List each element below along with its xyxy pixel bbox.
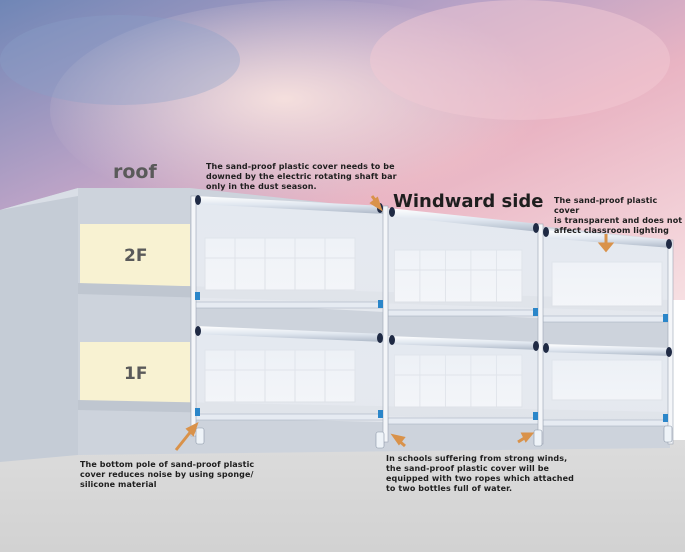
bottom-pole-1f-b: [387, 417, 541, 425]
annotation-line: the sand-proof plastic cover will be: [386, 464, 550, 473]
bottom-pole-1f-a: [194, 413, 386, 421]
annotation-line: silicone material: [80, 480, 157, 489]
bottom-pole-2f-a: [194, 301, 386, 309]
annotation-line: is transparent and does not: [554, 216, 683, 225]
water-bottles: [195, 425, 673, 449]
rail-clips: [195, 292, 668, 422]
floor-2-label: 2F: [124, 246, 148, 266]
bottom-pole-2f-c: [542, 315, 673, 323]
shaft-bar-top-a: [195, 196, 385, 214]
plastic-cover-2f-a: [195, 200, 385, 312]
floor-1-label: 1F: [124, 364, 148, 384]
plastic-cover-1f-a: [195, 330, 385, 422]
floor-2-panel: [80, 224, 190, 286]
plastic-cover-1f-c: [543, 346, 672, 426]
bottom-pole-2f-b: [387, 309, 541, 317]
windward-side-label: Windward side: [393, 191, 544, 212]
annotation-line: The bottom pole of sand-proof plastic: [80, 460, 255, 469]
annotation-line: to two bottles full of water.: [386, 484, 513, 493]
annotation-line: The sand-proof plastic cover: [554, 196, 658, 215]
plastic-cover-2f-b: [388, 210, 540, 318]
annotation-line: The sand-proof plastic cover needs to be: [206, 162, 395, 171]
shaft-bar-mid-b: [388, 336, 540, 350]
roll-end-caps: [195, 195, 672, 357]
shaft-bar-mid-c: [543, 344, 672, 356]
annotation-line: affect classroom lighting: [554, 226, 669, 235]
annotation-transparent-cover: The sand-proof plastic cover is transpar…: [554, 196, 685, 236]
annotation-water-bottles: In schools suffering from strong winds, …: [386, 454, 574, 494]
bottom-pole-1f-c: [542, 419, 673, 427]
plastic-cover-2f-c: [543, 228, 672, 320]
annotation-bottom-pole: The bottom pole of sand-proof plastic co…: [80, 460, 254, 490]
roof-label: roof: [113, 161, 157, 183]
annotation-line: equipped with two ropes which attached: [386, 474, 574, 483]
ground: [0, 440, 685, 552]
annotation-line: In schools suffering from strong winds,: [386, 454, 568, 463]
annotation-arrows: [174, 195, 615, 451]
plastic-cover-1f-b: [388, 338, 540, 424]
annotation-shaft-bar: The sand-proof plastic cover needs to be…: [206, 162, 397, 192]
shaft-bar-top-b: [388, 208, 540, 232]
shaft-bar-mid-a: [195, 326, 385, 342]
annotation-line: cover reduces noise by using sponge/: [80, 470, 254, 479]
side-wall: [0, 188, 78, 462]
annotation-line: downed by the electric rotating shaft ba…: [206, 172, 397, 181]
annotation-line: only in the dust season.: [206, 182, 317, 191]
floor-1-panel: [80, 342, 190, 404]
